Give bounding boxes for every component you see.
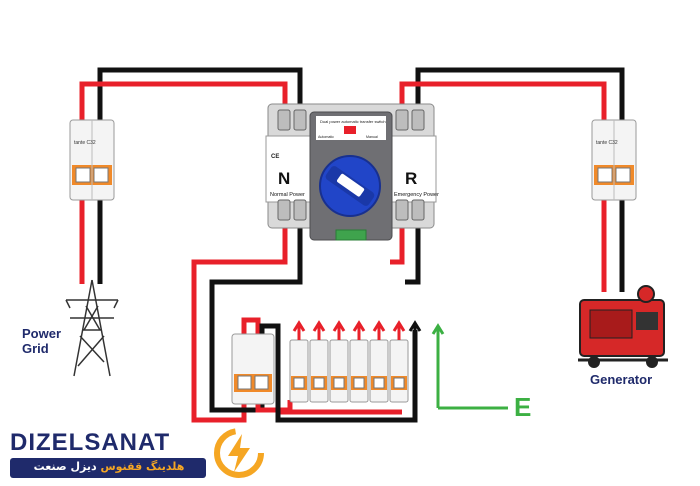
- out-neutral-right: [405, 224, 421, 285]
- generator-label: Generator: [590, 372, 653, 387]
- black-arrow-icon: [408, 320, 422, 340]
- red-arrow-icon: [392, 320, 406, 340]
- branch-breaker: [369, 339, 389, 403]
- n-caption: Normal Power: [270, 192, 305, 198]
- output-arrows: [292, 320, 508, 410]
- grid-neutral-wire: [97, 67, 303, 128]
- power-grid-label: Power Grid: [22, 326, 61, 356]
- red-arrow-icon: [372, 320, 386, 340]
- brand-name-part1: DIZEL: [10, 429, 85, 456]
- n-letter: N: [278, 169, 290, 188]
- branch-breaker: [349, 339, 369, 403]
- red-arrow-icon: [332, 320, 346, 340]
- power-tower-icon: [65, 279, 119, 377]
- generator-icon: [578, 285, 668, 368]
- brand-subtitle: هلدینگ ققنوس دیزل صنعت: [14, 460, 204, 473]
- brand-name-part2: SANAT: [84, 429, 171, 456]
- grid-breaker-rating: tante C32: [74, 140, 96, 146]
- ats-automatic-label: Automatic: [318, 135, 334, 139]
- neutral-bus: [259, 323, 418, 423]
- main-distribution-breaker: [231, 333, 275, 405]
- red-arrow-icon: [292, 320, 306, 340]
- power-grid-label-line1: Power: [22, 326, 62, 341]
- brand-subtitle-orange: هلدینگ ققنوس: [100, 460, 185, 473]
- red-arrow-icon: [312, 320, 326, 340]
- gen-breaker-rating: tante C32: [596, 140, 618, 146]
- out-phase-left: [191, 224, 288, 423]
- brand-logo-icon: [214, 428, 264, 478]
- power-grid-label-line2: Grid: [22, 341, 49, 356]
- branch-breaker: [309, 339, 329, 403]
- r-letter: R: [405, 169, 417, 188]
- brand-subtitle-bar: [10, 458, 206, 478]
- branch-breaker: [389, 339, 409, 403]
- ats-title: Dual power automatic transfer switch: [320, 119, 386, 124]
- brand-subtitle-white: دیزل صنعت: [33, 460, 97, 473]
- red-arrow-icon: [352, 320, 366, 340]
- earth-label: E: [514, 392, 532, 422]
- branch-breaker: [289, 339, 309, 403]
- branch-breaker: [329, 339, 349, 403]
- green-arrow-icon: [431, 323, 508, 410]
- gen-neutral-wire: [415, 67, 625, 128]
- generator-breaker: tante C32: [591, 119, 637, 201]
- ats-terminals: [277, 109, 425, 221]
- r-caption: Emergency Power: [394, 192, 439, 198]
- brand-logo-text: DIZELSANAT: [10, 430, 170, 456]
- grid-breaker: tante C32: [69, 119, 115, 201]
- transfer-switch: CE N Normal Power R Emergency Power Dual…: [265, 103, 439, 241]
- ce-mark: CE: [271, 154, 279, 160]
- out-phase-right: [390, 224, 405, 265]
- ats-manual-label: Manual: [366, 135, 378, 139]
- branch-breakers: [289, 339, 409, 403]
